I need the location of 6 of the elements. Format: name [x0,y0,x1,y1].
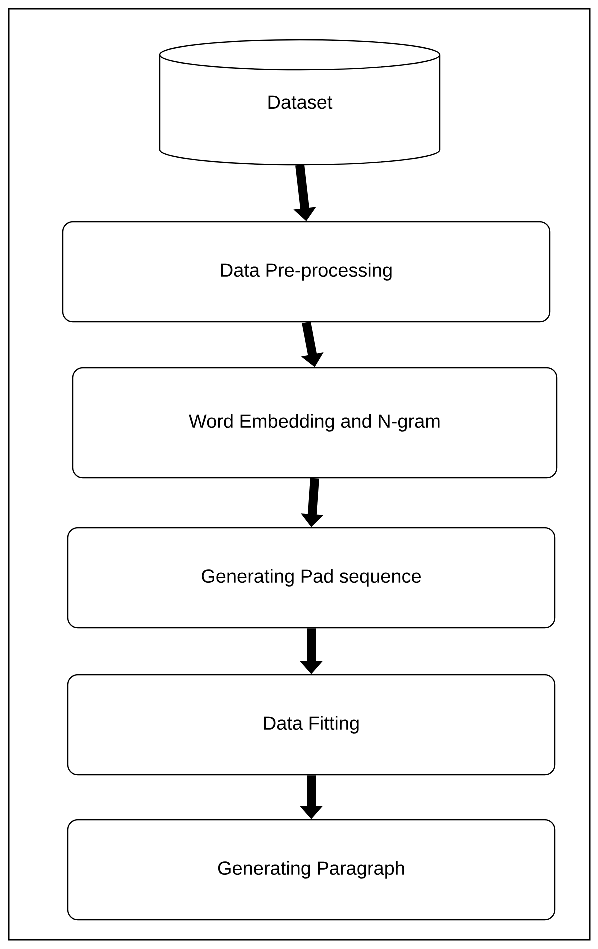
process-box: Data Pre-processing [62,221,551,323]
process-box: Word Embedding and N-gram [72,367,558,479]
process-box: Generating Pad sequence [67,527,556,629]
database-cylinder: Dataset [159,39,441,166]
process-box: Generating Paragraph [67,819,556,921]
process-box: Data Fitting [67,674,556,776]
